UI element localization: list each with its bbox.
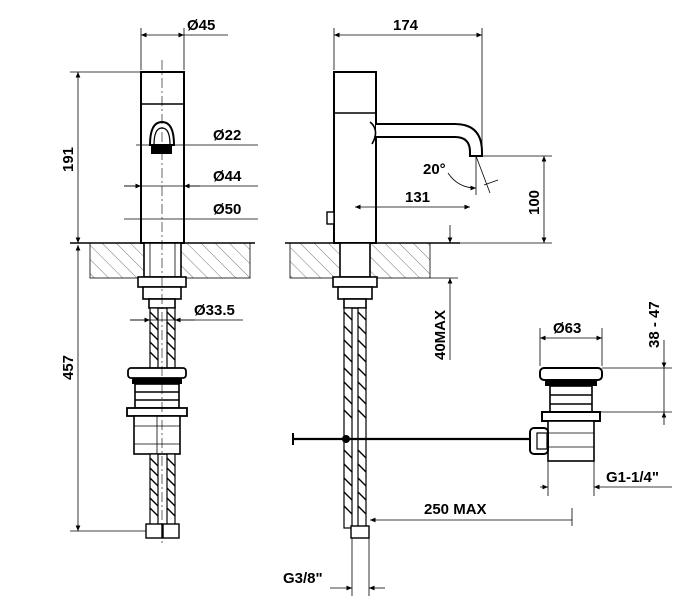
aerator-front [151,145,172,154]
dim-g3-8: G3/8" [283,570,323,587]
dim-angle20: 20° [423,161,446,178]
dim-w174: 174 [393,17,419,34]
dim-d63: Ø63 [553,320,581,337]
flex-hoses-lower-front [145,453,180,539]
dim-h38-47: 38 - 47 [646,301,663,348]
dim-g1-1-4: G1-1/4" [606,469,659,486]
faucet-body-front [140,71,185,244]
waste-valve-front [126,367,188,455]
flex-hoses-upper-front [149,307,176,369]
faucet-body-side [333,71,377,244]
dim-d44: Ø44 [213,168,242,185]
flex-hoses-side [343,307,370,539]
dim-d45: Ø45 [187,17,215,34]
front-view: Ø45 Ø22 Ø44 Ø50 191 457 Ø33.5 [60,17,258,545]
dim-h457: 457 [60,355,77,380]
side-view: 174 20° 131 100 40MAX 250 MAX G3/8" [283,17,573,596]
dim-d50: Ø50 [213,201,241,218]
dim-d33-5: Ø33.5 [194,302,235,319]
waste-detail: Ø63 38 - 47 G1-1/4" [529,301,672,496]
dim-h191: 191 [60,147,77,172]
spout-side [376,123,483,157]
dim-d22: Ø22 [213,127,241,144]
dim-h40max: 40MAX [432,310,449,360]
dim-l250max: 250 MAX [424,501,487,518]
dim-h100: 100 [526,190,543,215]
dim-w131: 131 [405,189,430,206]
